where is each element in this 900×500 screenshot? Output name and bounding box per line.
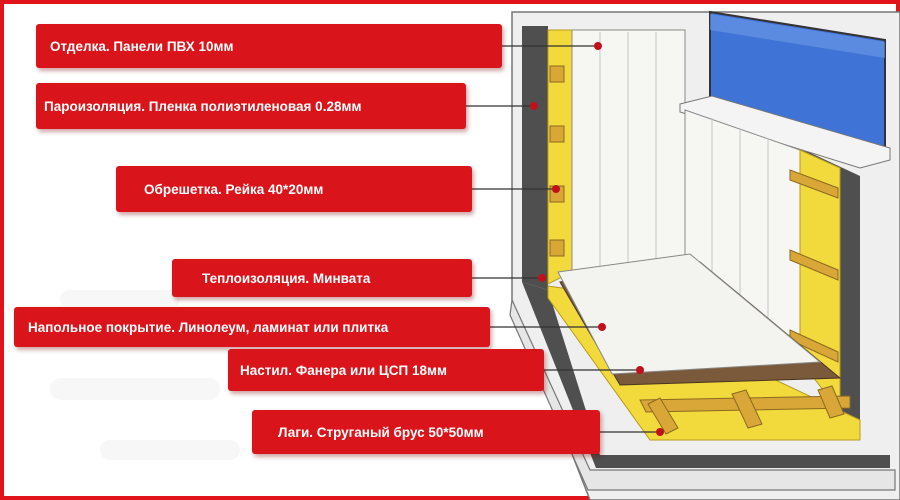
label-deck-text: Настил. Фанера или ЦСП 18мм	[240, 362, 447, 378]
label-floor-text: Напольное покрытие. Линолеум, ламинат ил…	[28, 319, 389, 335]
background-smear	[100, 440, 240, 460]
slab-edge	[509, 297, 896, 491]
batten	[789, 249, 839, 281]
background-smear	[50, 378, 220, 400]
joist	[817, 385, 845, 419]
label-joists-text: Лаги. Струганый брус 50*50мм	[278, 424, 484, 440]
label-vapor-barrier: Пароизоляция. Пленка полиэтиленовая 0.28…	[36, 83, 466, 129]
label-vapor-text: Пароизоляция. Пленка полиэтиленовая 0.28…	[44, 98, 362, 114]
window	[679, 10, 891, 169]
right-insulation	[789, 149, 841, 414]
batten	[549, 65, 565, 83]
label-lathing: Обрешетка. Рейка 40*20мм	[116, 166, 472, 212]
label-floor-covering: Напольное покрытие. Линолеум, ламинат ил…	[14, 307, 490, 347]
floor-covering	[557, 253, 822, 375]
label-thermal-text: Теплоизоляция. Минвата	[202, 270, 371, 286]
label-lath-text: Обрешетка. Рейка 40*20мм	[144, 181, 324, 197]
marker-dots	[530, 42, 664, 436]
window-sill	[679, 95, 891, 169]
background-smear	[60, 290, 180, 308]
wall-insulation	[547, 29, 573, 285]
joist	[647, 397, 679, 435]
leader-lines	[466, 45, 660, 433]
batten	[789, 169, 839, 199]
vapor-film	[522, 26, 548, 290]
label-joists: Лаги. Струганый брус 50*50мм	[252, 410, 600, 454]
label-finish-text: Отделка. Панели ПВХ 10мм	[50, 38, 234, 54]
joist	[731, 389, 763, 429]
floor-layers	[547, 253, 861, 441]
batten	[549, 125, 565, 143]
label-decking: Настил. Фанера или ЦСП 18мм	[228, 349, 544, 391]
label-thermal-insulation: Теплоизоляция. Минвата	[172, 259, 472, 297]
pvc-panels	[571, 29, 686, 273]
batten	[549, 239, 565, 257]
label-finish: Отделка. Панели ПВХ 10мм	[36, 24, 502, 68]
